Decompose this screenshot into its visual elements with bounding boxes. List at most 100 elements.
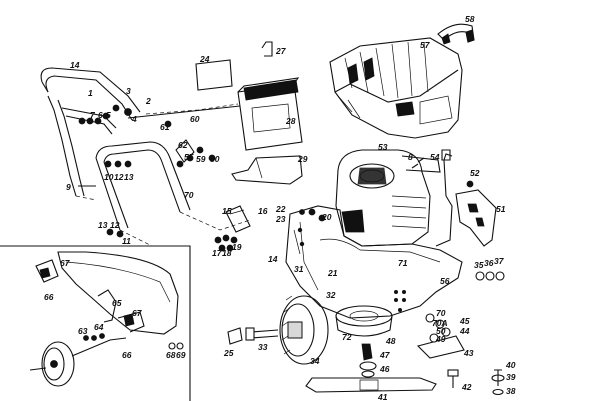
part-label: 31 [294,264,304,274]
blade-adapter [335,305,393,378]
part-label: 25 [223,348,234,358]
handle-fasteners [78,104,241,252]
part-label: 21 [327,268,338,278]
inset-label: 69 [176,350,186,360]
part-label: 71 [398,258,408,268]
part-label: 36 [484,258,494,268]
part-label: 60 [190,114,200,124]
part-label: 49 [435,334,446,344]
hinge-clip [261,41,273,57]
part-label: 39 [506,372,516,382]
part-label: 22 [275,204,286,214]
part-label: 62 [178,140,188,150]
part-label: 14 [268,254,278,264]
grass-box-handle [437,23,475,45]
rear-flap [237,77,303,151]
part-label: 45 [459,316,470,326]
inset-label: 65 [112,298,122,308]
part-label: 15 [222,206,232,216]
part-label: 41 [377,392,388,401]
part-label: 59 [196,154,206,164]
part-label: 40 [505,360,516,370]
part-label: 50 [436,326,446,336]
part-label: 16 [258,206,268,216]
inset-label: 63 [78,326,88,336]
part-label: 32 [326,290,336,300]
part-label: 47 [379,350,391,360]
engine [335,149,453,247]
axle-bolt [245,327,279,341]
blade-bolt [447,369,459,388]
part-label: 70A [432,318,448,328]
part-labels: 58 57 27 24 28 29 53 54 52 51 8 14 1 3 2… [44,14,516,401]
part-label: 28 [285,116,296,126]
part-label: 70 [436,308,446,318]
part-label: 29 [297,154,308,164]
part-label: 13 [98,220,108,230]
part-label: 2 [145,96,151,106]
part-label: 38 [506,386,516,396]
part-label: 14 [70,60,80,70]
part-label: 12 [110,220,120,230]
part-label: 51 [496,204,506,214]
inset-label: 67 [60,258,71,268]
part-label: 55 [184,152,194,162]
part-label: 46 [379,364,390,374]
cover-plate [195,59,233,91]
part-label: 27 [275,46,287,56]
part-label: 53 [378,142,388,152]
height-adjust-lever [175,139,251,233]
part-label: 37 [494,256,505,266]
part-label: 20 [321,212,332,222]
part-label: 56 [440,276,450,286]
part-label: 7 [90,110,96,120]
part-label: 35 [474,260,484,270]
part-label: 12 [114,172,124,182]
part-label: 43 [463,348,474,358]
inset-label: 68 [166,350,176,360]
part-label: 6 [98,110,103,120]
inset-label: 64 [94,322,104,332]
part-label: 8 [408,152,413,162]
cutting-blade [305,377,437,393]
part-label: 48 [385,336,396,346]
part-label: 33 [258,342,268,352]
air-filter [455,189,497,247]
top-fasteners [299,153,474,222]
part-label: 44 [459,326,470,336]
part-label: 11 [122,236,131,246]
part-label: 13 [124,172,134,182]
inset-label: 66 [122,350,132,360]
inset-label: 66 [44,292,54,302]
hub-cap [227,327,243,345]
deflector-bracket [231,155,303,185]
part-label: 61 [160,122,170,132]
part-label: 19 [232,242,242,252]
part-label: 72 [342,332,352,342]
part-label: 54 [430,152,440,162]
part-label: 10 [104,172,114,182]
side-spacers [475,271,505,281]
part-label: 70 [184,190,194,200]
part-label: 34 [310,356,320,366]
part-label: 30 [210,154,220,164]
part-label: 42 [461,382,472,392]
part-label: 52 [470,168,480,178]
inset-label: 67 [132,308,143,318]
part-label: 3 [126,86,131,96]
part-label: 17 [212,248,223,258]
part-label: 4 [131,114,137,124]
part-label: 9 [66,182,71,192]
mower-deck [285,205,463,319]
part-label: 1 [88,88,93,98]
part-label: 58 [465,14,475,24]
part-label: 18 [222,248,232,258]
part-label: 5 [106,110,111,120]
inset-panel [0,245,191,401]
lower-handle [95,141,191,231]
part-label: 23 [275,214,286,224]
front-wheel [279,295,329,365]
grass-catcher-box [329,37,463,139]
mulch-plate-parts [416,313,505,396]
